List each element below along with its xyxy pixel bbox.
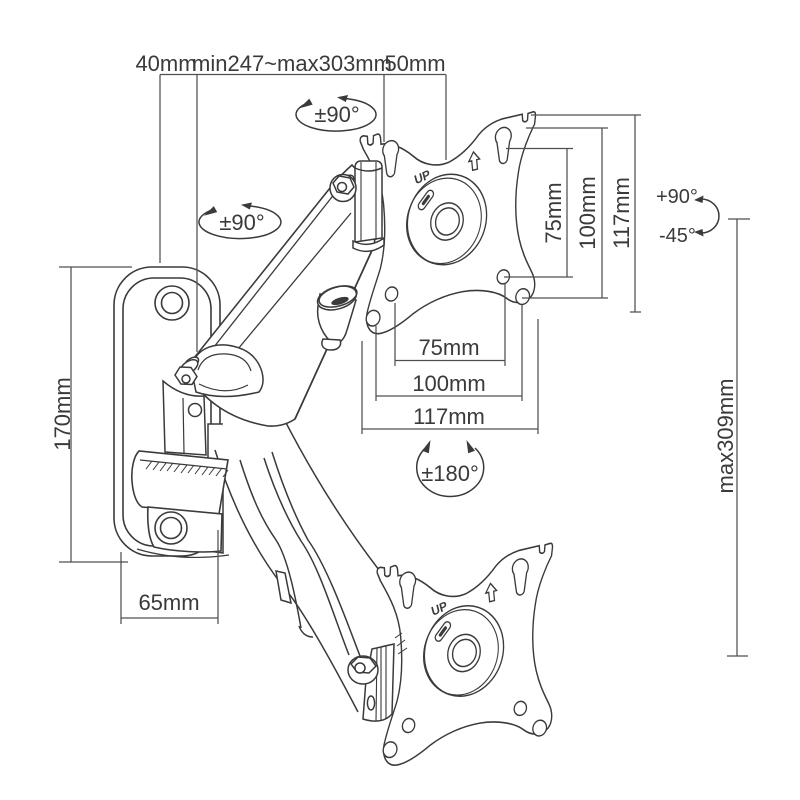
svg-text:117mm: 117mm	[609, 177, 634, 249]
svg-text:50mm: 50mm	[384, 51, 445, 76]
svg-text:min247~max303mm: min247~max303mm	[192, 51, 392, 76]
svg-text:65mm: 65mm	[138, 590, 199, 615]
svg-text:100mm: 100mm	[412, 371, 485, 396]
svg-text:+90°: +90°	[656, 186, 698, 208]
svg-text:max309mm: max309mm	[713, 379, 738, 494]
svg-text:100mm: 100mm	[575, 176, 600, 249]
svg-text:-45°: -45°	[659, 225, 696, 247]
svg-text:117mm: 117mm	[413, 404, 485, 429]
svg-text:75mm: 75mm	[541, 182, 566, 243]
svg-text:40mm: 40mm	[135, 51, 196, 76]
svg-text:170mm: 170mm	[50, 377, 75, 450]
svg-text:±180°: ±180°	[421, 461, 479, 486]
svg-text:75mm: 75mm	[418, 335, 479, 360]
svg-text:±90°: ±90°	[219, 210, 264, 235]
svg-text:±90°: ±90°	[314, 102, 359, 127]
